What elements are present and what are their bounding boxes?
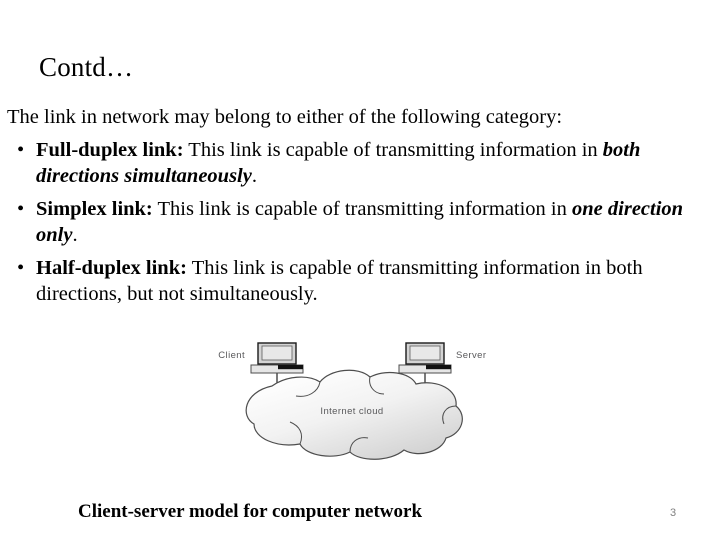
bullet-text-a: This link is capable of transmitting inf… — [183, 139, 603, 161]
bullet-text-b: . — [251, 165, 257, 187]
bullet-text-a: This link is capable of transmitting inf… — [36, 257, 643, 305]
bullet-term: Full-duplex link: — [36, 139, 184, 161]
list-item: • Simplex link: This link is capable of t… — [7, 196, 707, 248]
bullet-emphasis: both directions simultaneously — [36, 139, 641, 187]
bullet-text-a: This link is capable of transmitting inf… — [152, 198, 573, 220]
page-number: 3 — [669, 507, 677, 519]
client-label: Client — [218, 350, 245, 361]
internet-cloud-icon — [245, 369, 463, 460]
page-title: Contd… — [39, 52, 134, 82]
server-computer-icon — [398, 342, 452, 374]
list-item: • Half-duplex link: This link is capable … — [7, 255, 707, 307]
client-server-diagram: Internet cloud Client Server — [200, 336, 500, 476]
bullet-text-b: . — [72, 224, 78, 246]
client-computer-icon — [250, 342, 304, 374]
bullet-emphasis: one direction only — [36, 198, 684, 246]
bullet-term: Simplex link: — [36, 198, 153, 220]
intro-paragraph: The link in network may belong to either… — [7, 106, 563, 128]
server-label: Server — [456, 350, 486, 361]
bullet-term: Half-duplex link: — [36, 257, 187, 279]
slide-body: The link in network may belong to either… — [7, 104, 707, 314]
bullet-icon: • — [17, 198, 25, 220]
bullet-icon: • — [17, 139, 25, 161]
cloud-label: Internet cloud — [320, 406, 383, 417]
diagram-caption: Client-server model for computer network — [78, 501, 423, 522]
bullet-icon: • — [17, 257, 25, 279]
link-type-list: • Full-duplex link: This link is capable … — [7, 137, 707, 307]
list-item: • Full-duplex link: This link is capable … — [7, 137, 707, 189]
